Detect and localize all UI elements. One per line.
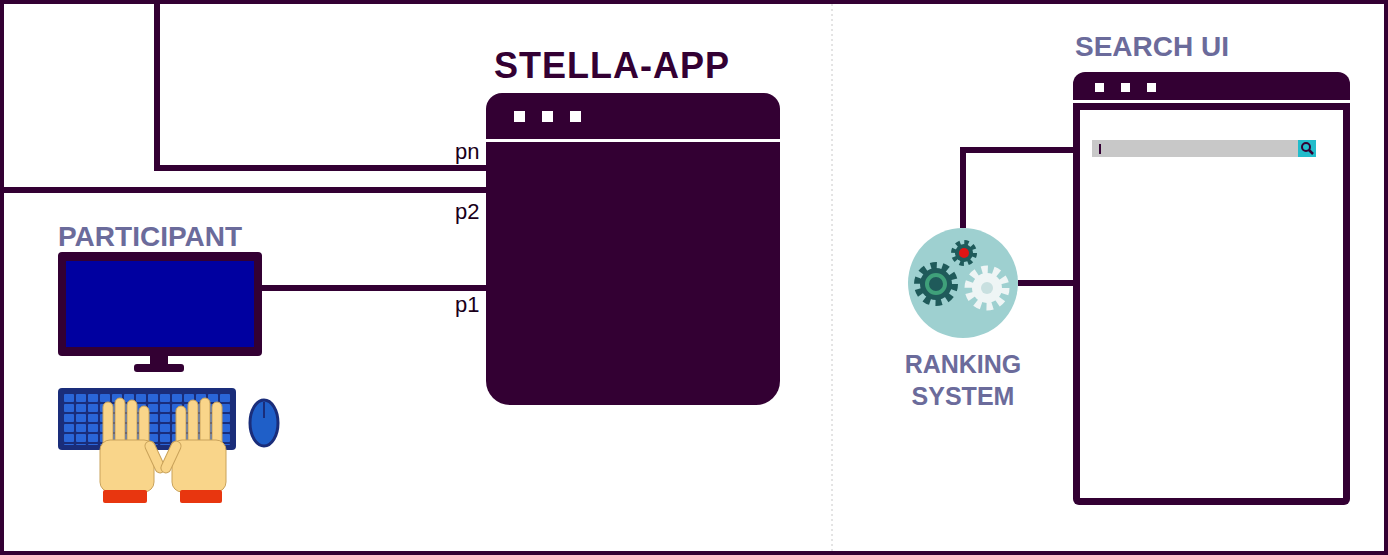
text-holder: RANKING SYSTEM	[888, 348, 1038, 412]
page-body	[1080, 110, 1343, 498]
window-dot	[1147, 83, 1156, 92]
window-dot	[542, 111, 553, 122]
text-holder: SEARCH UI	[1075, 32, 1229, 62]
search-window: SEARCH UI	[1073, 72, 1350, 505]
computer-illustration	[58, 252, 278, 503]
search-bar	[1092, 139, 1322, 159]
search-field	[1092, 140, 1298, 157]
head: SEARCH UI	[1075, 32, 1229, 62]
search-button	[1298, 140, 1316, 157]
text-holder: pn	[455, 140, 479, 164]
participant-wire	[0, 187, 486, 193]
rank: RANKING SYSTEM	[888, 348, 1038, 412]
title-separator	[486, 139, 780, 142]
divider	[832, 4, 833, 551]
text-holder: p2	[455, 200, 479, 224]
ranking-circle: RANKING SYSTEM	[908, 228, 1018, 338]
magnifier	[1309, 150, 1313, 154]
window-dot	[1121, 83, 1130, 92]
title-separator	[1073, 100, 1350, 103]
gear-teeth	[918, 266, 954, 302]
gear	[920, 268, 952, 300]
text-holder: PARTICIPANT	[58, 222, 242, 252]
window-dot	[570, 111, 581, 122]
plab: p1	[455, 293, 479, 317]
connector	[262, 285, 486, 291]
gear-hole	[981, 282, 993, 294]
gear-teeth	[969, 270, 1005, 306]
gear-ring	[927, 275, 945, 293]
participant-node: PARTICIPANT	[58, 222, 262, 372]
app-window: STELLA-APP	[486, 93, 780, 405]
gear	[955, 244, 973, 262]
magnifier	[1302, 143, 1310, 151]
text-caret	[1099, 144, 1101, 154]
gear-circle	[908, 228, 1018, 338]
circle-ground	[908, 228, 1018, 338]
participant-wire	[157, 0, 486, 168]
text-holder: p1	[455, 293, 479, 317]
window-dot	[514, 111, 525, 122]
connector	[963, 150, 1073, 228]
head-big: STELLA-APP	[494, 46, 730, 86]
plab: pn	[455, 140, 479, 164]
window-dot	[1095, 83, 1104, 92]
plab: p2	[455, 200, 479, 224]
text-holder: STELLA-APP	[494, 46, 730, 86]
gear	[972, 273, 1002, 303]
gear-hub	[959, 248, 969, 258]
connector	[1018, 280, 1073, 286]
gear-teeth	[954, 243, 974, 263]
head: PARTICIPANT	[58, 222, 242, 252]
